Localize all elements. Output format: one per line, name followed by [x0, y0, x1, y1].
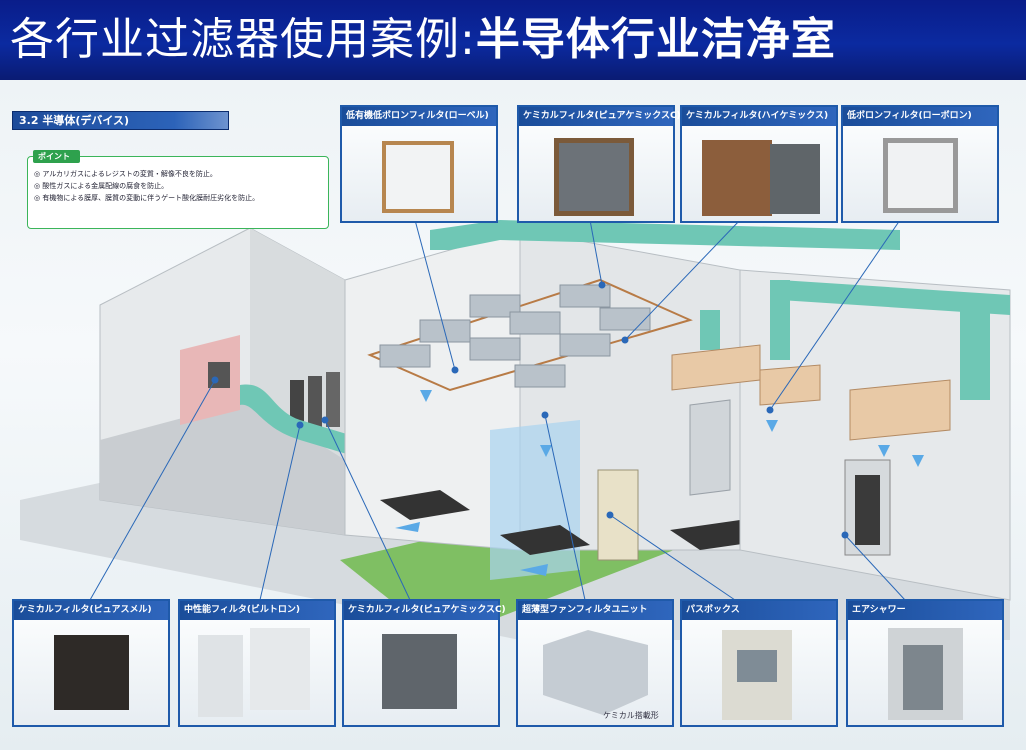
bottom-card-5: パスボックス — [680, 599, 838, 727]
air-shower-icon — [848, 620, 1002, 725]
section-label-text: 3.2 半導体(デバイス) — [19, 114, 130, 127]
bottom-card-label: パスボックス — [686, 605, 740, 615]
bottom-card-6: エアシャワー — [846, 599, 1004, 727]
slide-title-plain: 各行业过滤器使用案例: — [10, 14, 476, 65]
bottom-card-2: 中性能フィルタ(ビルトロン) — [178, 599, 336, 727]
bottom-card-label: エアシャワー — [852, 605, 906, 615]
top-card-3: ケミカルフィルタ(ハイケミックス) — [680, 105, 838, 223]
top-card-label: 低ボロンフィルタ(ローボロン) — [847, 111, 972, 121]
slide-title-bold: 半导体行业洁净室 — [475, 14, 836, 65]
point-item-1: ◎ アルカリガスによるレジストの変質・解像不良を防止。 — [34, 170, 217, 178]
airflow-arrows — [395, 390, 924, 576]
leader-lines — [89, 219, 906, 601]
bag-filter-icon — [180, 620, 334, 725]
cleanroom-scene — [20, 219, 1011, 640]
point-tag-text: ポイント — [38, 152, 70, 161]
bottom-card-4: 超薄型ファンフィルタユニット ケミカル搭載形 — [516, 599, 674, 727]
point-item-3: ◎ 有機物による膜厚、膜質の変動に伴うゲート酸化膜耐圧劣化を防止。 — [34, 194, 260, 202]
top-card-label: ケミカルフィルタ(ハイケミックス) — [686, 111, 829, 121]
top-card-2: ケミカルフィルタ(ピュアケミックスC) — [517, 105, 681, 223]
box-filter-dark-icon — [14, 620, 168, 725]
air-shower-door — [855, 475, 880, 545]
bottom-card-label: ケミカルフィルタ(ピュアスメル) — [18, 605, 152, 615]
hepa-filter-icon — [843, 126, 997, 221]
fan-outlet — [208, 362, 230, 388]
duct-return — [240, 384, 350, 455]
room-door — [689, 399, 731, 496]
pass-box-unit — [597, 469, 639, 561]
ffu-caption: ケミカル搭載形 — [603, 711, 659, 720]
point-tag: ポイント — [33, 150, 80, 163]
bottom-card-label: ケミカルフィルタ(ピュアケミックスC) — [348, 605, 506, 615]
top-card-label: 低有機低ボロンフィルタ(ローベル) — [346, 111, 489, 121]
bottom-card-label: 超薄型ファンフィルタユニット — [522, 605, 648, 615]
point-item-2: ◎ 酸性ガスによる金属配線の腐食を防止。 — [34, 182, 169, 190]
slide-title: 各行业过滤器使用案例:半导体行业洁净室 — [10, 14, 836, 66]
left-room-floor — [100, 400, 345, 535]
cleanroom-illustration: 3.2 半導体(デバイス) ◎ アルカリガスによるレジストの変質・解像不良を防止… — [0, 80, 1026, 750]
supply-duct — [430, 220, 1010, 400]
bottom-card-1: ケミカルフィルタ(ピュアスメル) — [12, 599, 170, 727]
pass-box-icon — [682, 620, 836, 725]
bottom-card-3: ケミカルフィルタ(ピュアケミックスC) — [342, 599, 506, 727]
panel-filter-white-icon — [342, 126, 496, 221]
panel-filter-gray-icon — [344, 620, 498, 725]
glass-cabinet — [490, 420, 580, 580]
ceiling-covers — [671, 344, 951, 441]
top-card-1: 低有機低ボロンフィルタ(ローベル) — [340, 105, 498, 223]
bottom-card-label: 中性能フィルタ(ビルトロン) — [184, 605, 301, 615]
top-card-4: 低ボロンフィルタ(ローボロン) — [841, 105, 999, 223]
section-label: 3.2 半導体(デバイス) — [12, 111, 229, 130]
panel-filter-brown-icon — [682, 126, 836, 221]
panel-filter-gray-icon — [519, 126, 673, 221]
point-box: ◎ アルカリガスによるレジストの変質・解像不良を防止。 ◎ 酸性ガスによる金属配… — [27, 156, 329, 229]
fan-filter-unit-icon: ケミカル搭載形 — [518, 620, 672, 725]
top-card-label: ケミカルフィルタ(ピュアケミックスC) — [523, 111, 681, 121]
slide-header: 各行业过滤器使用案例:半导体行业洁净室 — [0, 0, 1026, 80]
